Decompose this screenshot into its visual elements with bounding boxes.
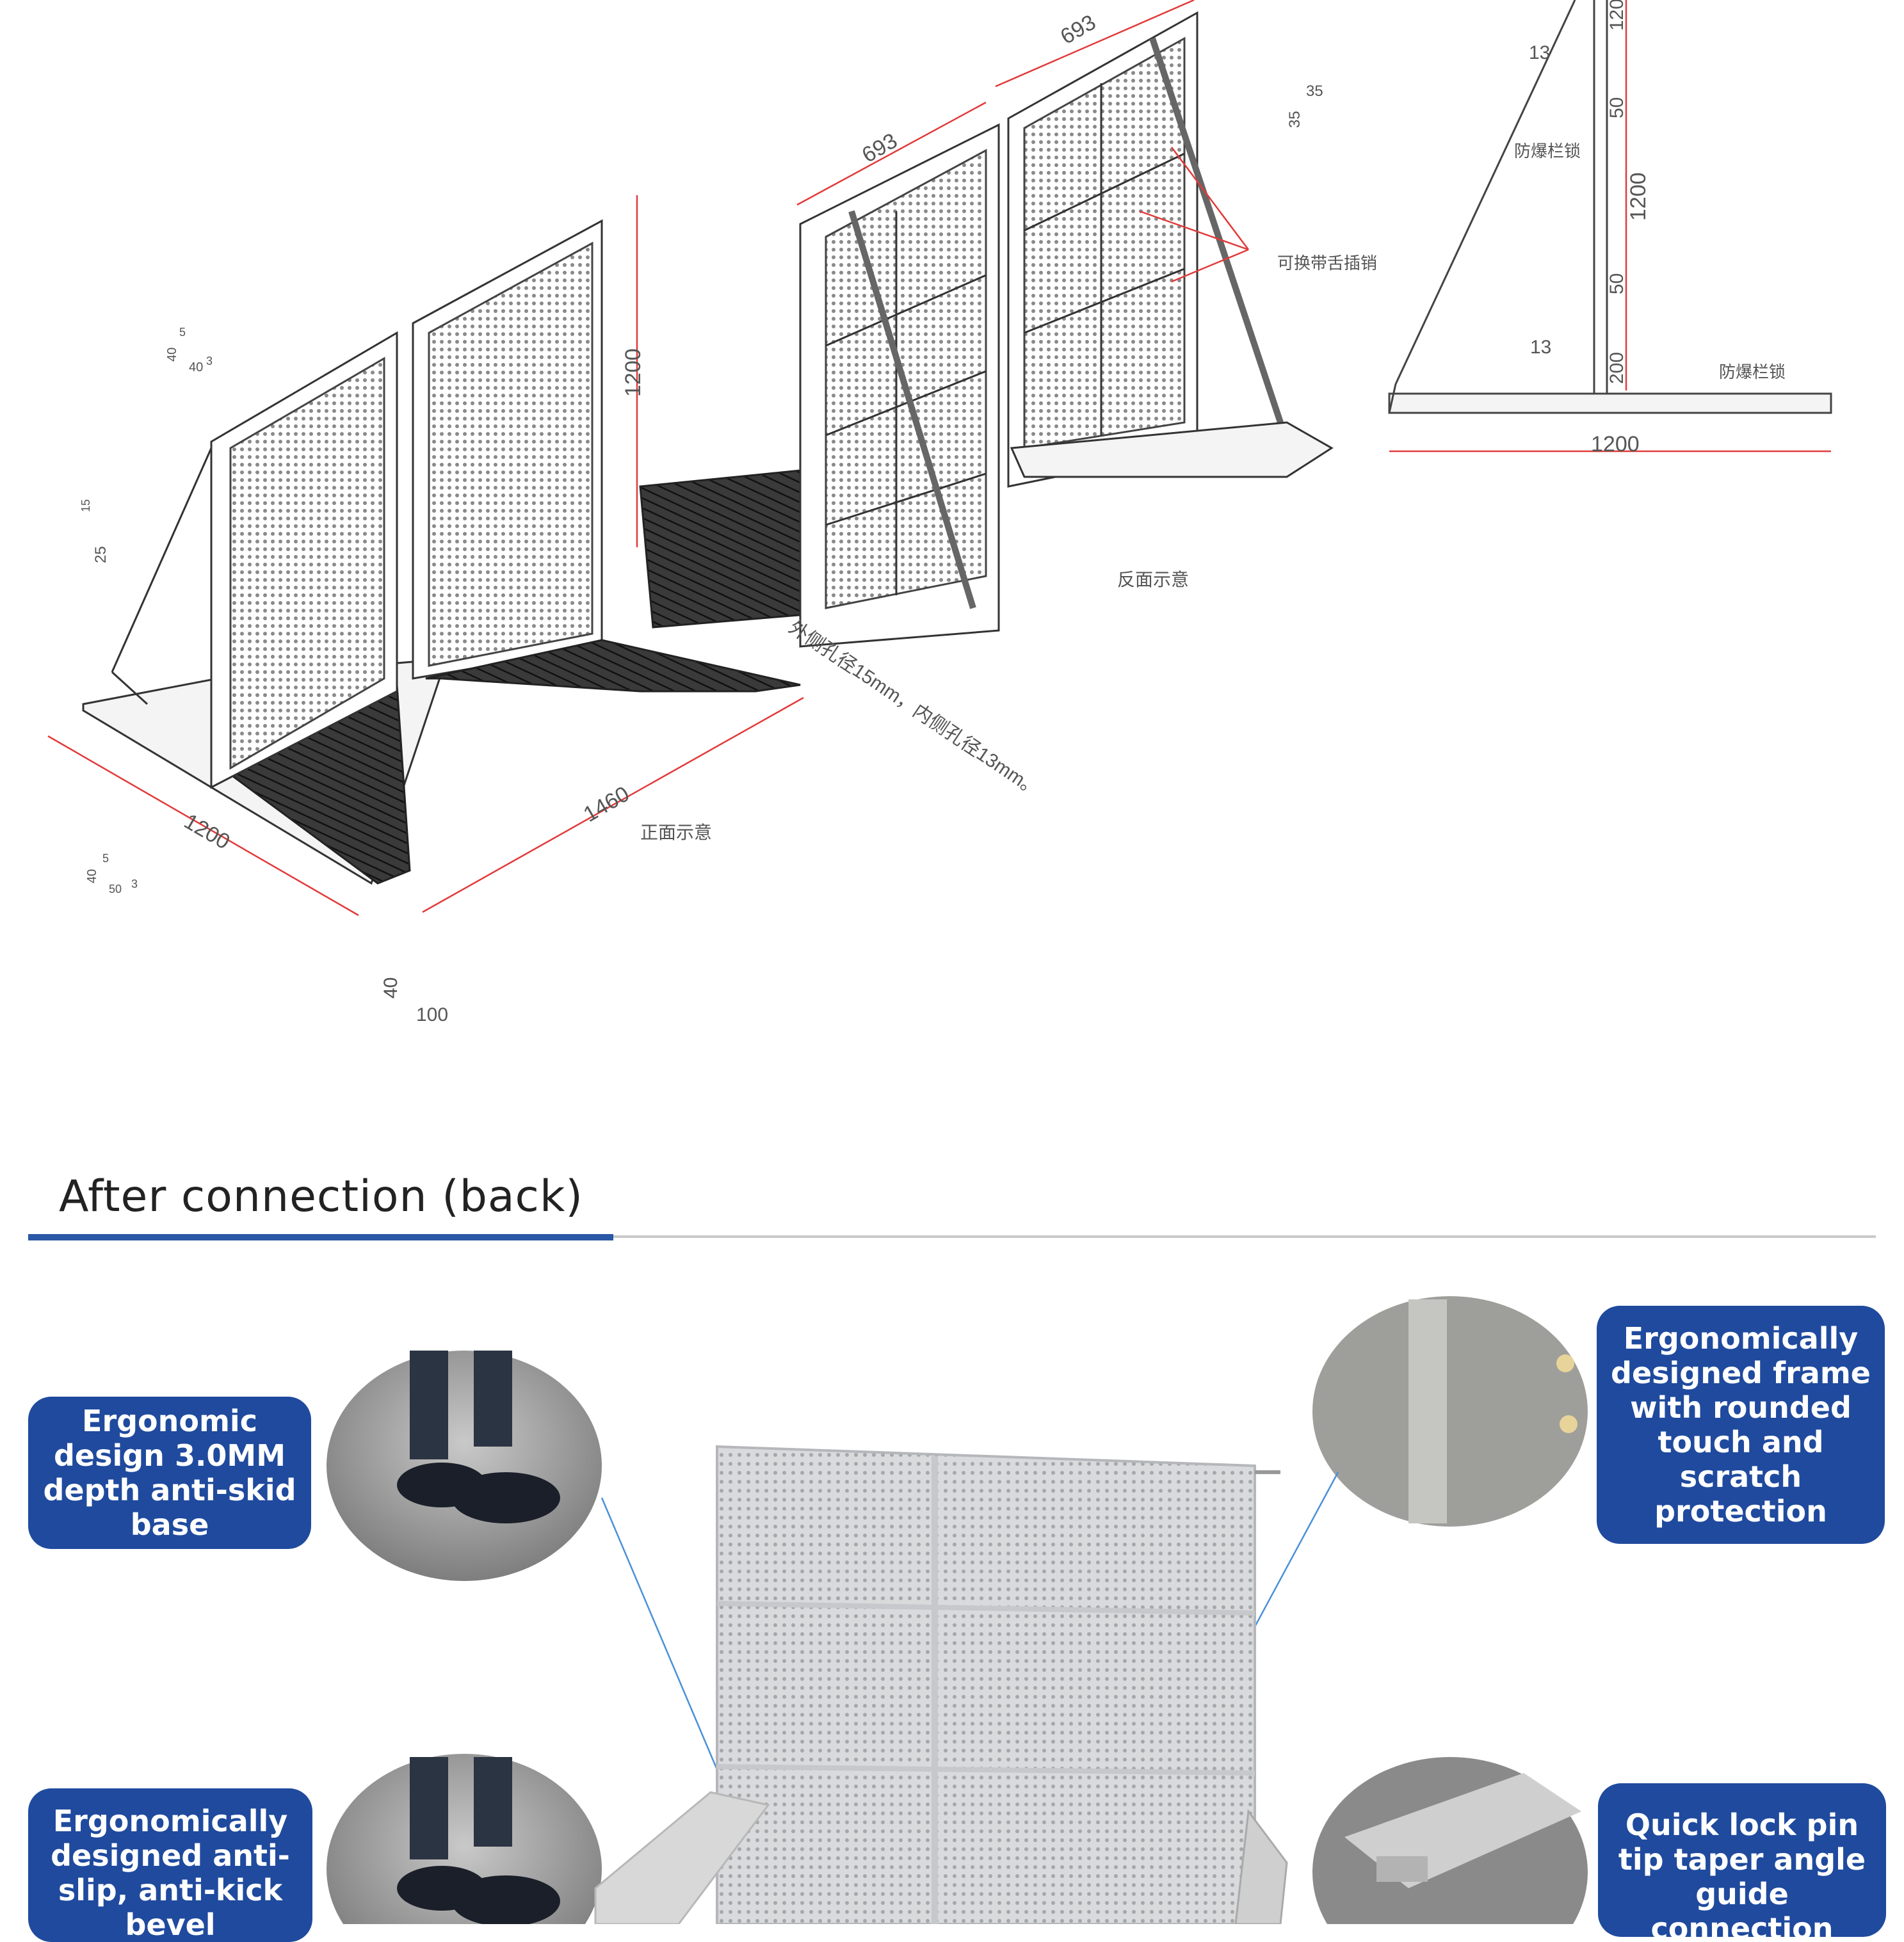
back-view-label: 反面示意 [1117,570,1189,590]
replaceable-pin-label: 可换带舌插销 [1277,253,1377,273]
section-title: After connection (back) [59,1171,583,1222]
dim-tube-35b: 35 [1286,111,1303,128]
dim-tube-3b: 3 [131,878,138,890]
back-view-barrier [639,11,1334,648]
dim-base-width: 1200 [180,809,234,855]
dim-tube-5a: 5 [179,326,186,339]
detail-photo-frame [1312,1296,1588,1527]
callout-anti-skid-base-text: Ergonomic design 3.0MM depth anti-skid b… [43,1404,296,1542]
detail-photo-lock-pin [1312,1757,1588,1924]
dim-tube-40c: 40 [85,869,99,883]
callout-rounded-frame: Ergonomically designed frame with rounde… [1597,1306,1885,1544]
lock-label-top: 防爆栏锁 [1514,141,1581,161]
detail-photo-bevel [327,1754,602,1924]
dim-tube-25: 25 [92,546,109,563]
dim-ramp-100: 100 [416,1004,448,1025]
dim-tube-40d: 40 [380,977,401,999]
callout-anti-kick-bevel: Ergonomically designed anti-slip, anti-k… [28,1788,312,1942]
dimension-lines [47,0,1831,917]
product-photo [327,1296,1588,1924]
dim-side-bottom: 200 [1606,352,1627,384]
callout-anti-skid-base: Ergonomic design 3.0MM depth anti-skid b… [28,1397,311,1549]
dim-side-offset-a: 13 [1529,42,1550,63]
dim-tube-5b: 5 [102,852,109,865]
technical-drawing: 正面示意 反面示意 外侧孔径15mm，内侧孔径13mm。 可换带舌插销 防爆栏锁… [47,0,1832,1025]
callout-rounded-frame-text: Ergonomically designed frame with rounde… [1611,1321,1871,1529]
callout-lock-pin-text: Quick lock pin tip taper angle guide con… [1618,1808,1866,1937]
barrier-photo [594,1445,1288,1924]
callout-anti-kick-bevel-text: Ergonomically designed anti-slip, anti-k… [51,1804,290,1942]
dim-side-gap-a: 50 [1606,97,1627,118]
section-header: After connection (back) [28,1165,1876,1242]
dim-panel-height: 1200 [621,348,645,397]
detail-photo-base [327,1351,602,1581]
hole-note: 外侧孔径15mm，内侧孔径13mm。 [785,616,1044,801]
connector-line-1 [601,1497,728,1793]
dim-panel-width-a: 693 [858,129,901,168]
dim-tube-50: 50 [109,883,122,895]
connector-line-2 [1247,1472,1339,1639]
side-elevation [1388,0,1832,414]
dim-side-width: 1200 [1591,432,1640,456]
dim-side-offset-b: 13 [1530,337,1551,358]
callout-lock-pin: Quick lock pin tip taper angle guide con… [1598,1783,1886,1937]
lock-label-bottom: 防爆栏锁 [1719,362,1786,381]
dim-side-top: 120 [1606,0,1627,31]
dim-base-length: 1460 [579,782,634,827]
section-rule-accent [28,1234,613,1240]
dim-side-height: 1200 [1626,172,1650,221]
section-rule [28,1235,1876,1238]
dim-ramp-40: 40 [380,977,401,999]
dim-tube-3a: 3 [206,355,213,367]
dim-tube-35a: 35 [1306,83,1323,100]
dim-tube-40b: 40 [189,360,203,374]
dim-side-gap-b: 50 [1606,273,1627,294]
front-view-barrier [82,219,801,885]
dim-tube-40a: 40 [165,348,179,362]
dim-tube-15: 15 [79,499,92,512]
front-view-label: 正面示意 [640,823,712,842]
